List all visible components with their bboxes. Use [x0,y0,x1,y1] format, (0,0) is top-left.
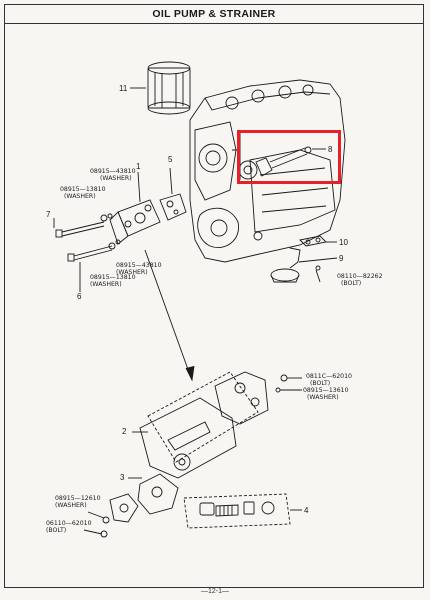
part-label-08915-43810-b: 08915—43810 (WASHER) [116,262,162,276]
page-frame [4,4,424,588]
callout-10: 10 [339,238,348,247]
callout-8: 8 [328,145,333,154]
exploded-bolt-group [275,374,302,393]
callout-9: 9 [339,254,344,263]
page-title: OIL PUMP & STRAINER [152,7,276,20]
oil-strainer-part [270,247,338,283]
engine-block [189,79,346,263]
pump-body-exploded [132,371,269,479]
relief-valve-group [183,493,302,529]
oil-pressure-switch-part [255,146,326,177]
relief-housing-exploded [83,493,139,538]
strainer-gasket-part [299,235,337,247]
callout-3: 3 [120,473,125,482]
callout-7: 7 [46,210,51,219]
pump-bolt-lower-part [67,239,121,292]
pump-bolt-upper-part [55,213,113,238]
pump-body-group [147,371,259,463]
part-label-08915-12610: 08915—12610 (WASHER) [55,495,101,509]
part-label-06110-62010: 06110—62010 (BOLT) [46,520,92,534]
oil-pump-assembly-part [109,171,161,245]
part-label-08915-43810-a: 08915—43810 (WASHER) [90,168,136,182]
pump-gasket-part [159,167,187,221]
callout-11: 11 [119,84,128,93]
callout-6: 6 [77,292,82,301]
part-label-08110-82262: 08110—82262 (BOLT) [337,273,383,287]
highlight-box [237,130,341,184]
callout-5: 5 [168,155,173,164]
page-number: —12-1— [200,588,229,595]
callout-2: 2 [122,427,127,436]
pump-cover-exploded [128,473,179,515]
part-label-08915-13610: 08915—13610 (WASHER) [303,387,349,401]
explosion-arrow [144,249,195,382]
title-bar: OIL PUMP & STRAINER [4,4,424,24]
callout-4: 4 [304,506,309,515]
part-label-0811c-62010: 0811C—62010 (BOLT) [306,373,352,387]
callout-1: 1 [136,162,141,171]
part-label-08915-13810-b: 08915—13810 (WASHER) [90,274,136,288]
oil-filter-part [130,61,191,115]
part-label-08915-13810-a: 08915—13810 (WASHER) [60,186,106,200]
